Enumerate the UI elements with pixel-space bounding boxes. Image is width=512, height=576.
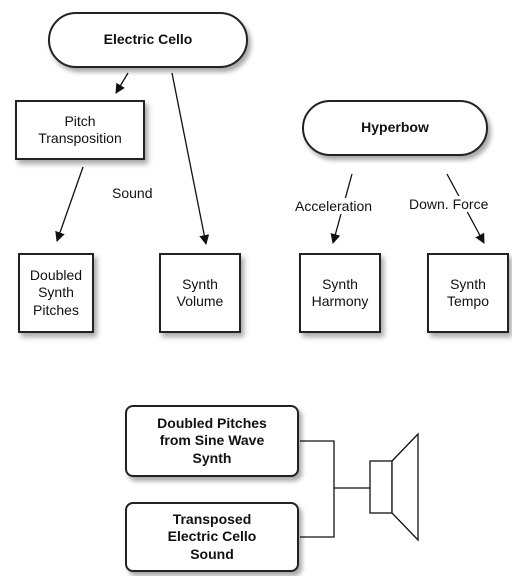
hyperbow-label: Hyperbow (361, 119, 429, 136)
electric-cello-label: Electric Cello (103, 31, 193, 48)
arrow-cello-to-pitch (115, 72, 129, 94)
doubled-synth-pitches-node: Doubled Synth Pitches (18, 253, 94, 333)
transposed-cello-source-label: Transposed Electric Cello Sound (167, 510, 257, 562)
synth-tempo-node: Synth Tempo (427, 253, 509, 333)
arrow-pitch-to-doubled (55, 166, 84, 242)
pitch-transposition-label: Pitch Transposition (38, 112, 122, 147)
synth-volume-label: Synth Volume (176, 275, 224, 310)
doubled-pitches-source-label: Doubled Pitches from Sine Wave Synth (157, 414, 267, 466)
wire-transposed-cello (300, 488, 335, 538)
acceleration-label: Acceleration (294, 198, 374, 214)
synth-harmony-node: Synth Harmony (299, 253, 381, 333)
sound-label: Sound (111, 185, 154, 201)
down-force-label: Down. Force (408, 196, 490, 212)
transposed-cello-source-node: Transposed Electric Cello Sound (125, 502, 299, 572)
hyperbow-node: Hyperbow (302, 100, 488, 156)
speaker-icon (369, 432, 419, 542)
electric-cello-node: Electric Cello (48, 12, 248, 68)
doubled-synth-pitches-label: Doubled Synth Pitches (29, 266, 83, 318)
pitch-transposition-node: Pitch Transposition (15, 100, 145, 160)
synth-tempo-label: Synth Tempo (446, 275, 490, 310)
synth-harmony-label: Synth Harmony (311, 275, 369, 310)
arrow-cello-to-volume (171, 72, 210, 245)
synth-volume-node: Synth Volume (159, 253, 241, 333)
doubled-pitches-source-node: Doubled Pitches from Sine Wave Synth (125, 405, 299, 477)
wire-doubled-pitches (300, 440, 335, 488)
